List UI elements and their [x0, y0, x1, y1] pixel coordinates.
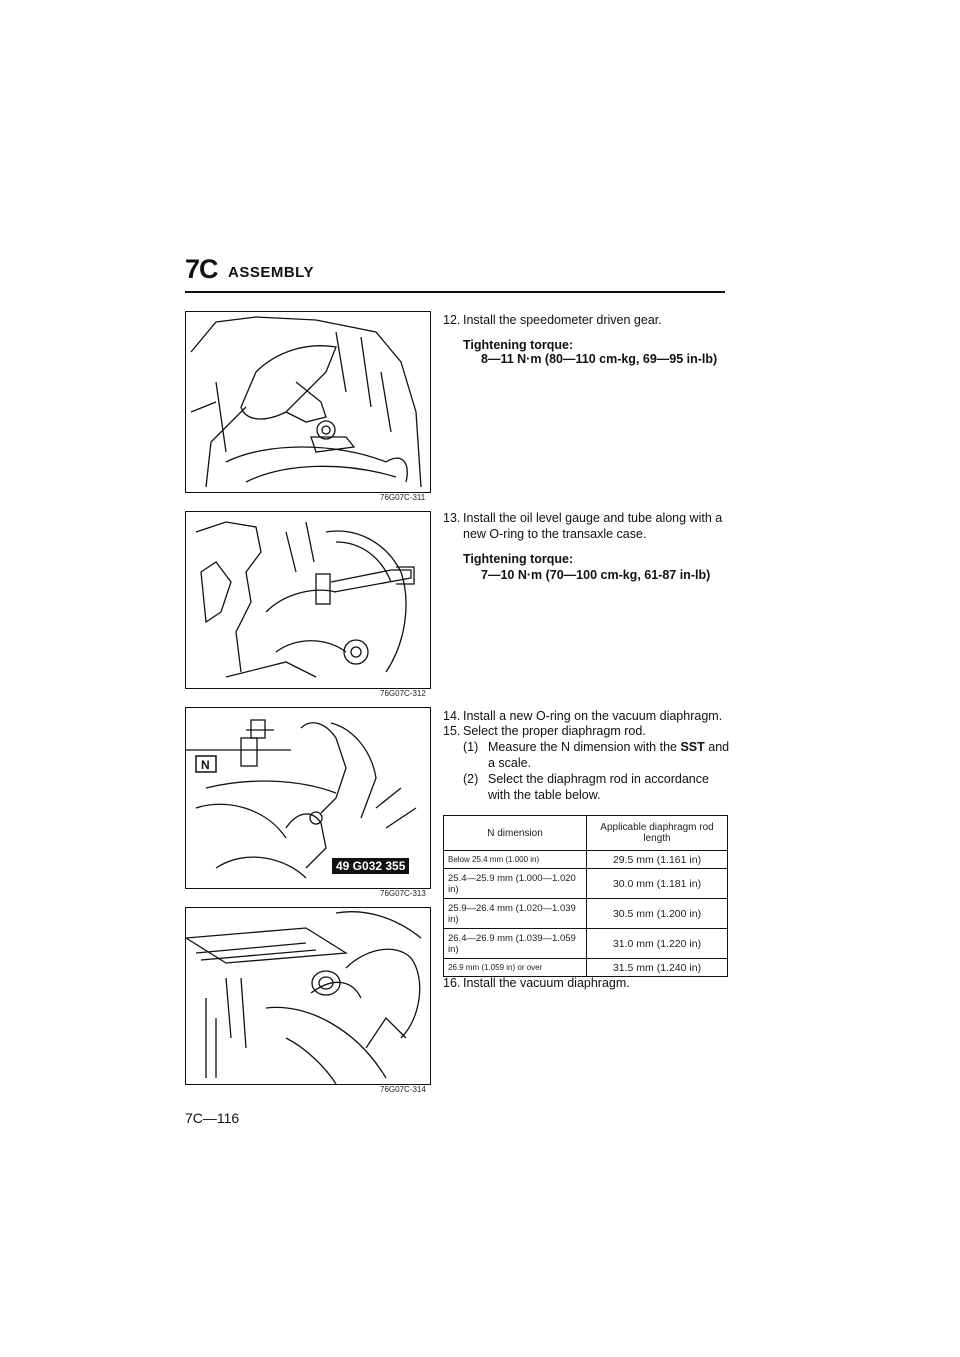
- step-text: Install the speedometer driven gear.: [463, 313, 662, 327]
- step-text: Install the oil level gauge and tube alo…: [463, 511, 723, 541]
- figure-id: 76G07C-311: [380, 493, 426, 502]
- oil-gauge-illustration: [195, 521, 415, 678]
- figure-vacuum-diaphragm: [185, 907, 431, 1085]
- rod-length-cell: 30.5 mm (1.200 in): [586, 898, 728, 929]
- step-text: Install a new O-ring on the vacuum diaph…: [463, 709, 723, 723]
- step-number: 16.: [443, 976, 461, 990]
- figure-id: 76G07C-312: [380, 689, 426, 698]
- torque-label: Tightening torque:: [463, 338, 574, 352]
- step-text: Select the proper diaphragm rod.: [463, 724, 646, 738]
- rod-length-cell: 31.5 mm (1.240 in): [586, 958, 728, 977]
- step-15: 15. Select the proper diaphragm rod.: [443, 723, 733, 739]
- sub-step-number: (1): [463, 740, 479, 754]
- vacuum-diaphragm-illustration: [186, 911, 422, 1084]
- sub-step-text: Select the diaphragm rod in accordance w…: [488, 772, 709, 802]
- column-header: Applicable diaphragm rod length: [586, 815, 728, 851]
- n-dimension-cell: 26.4—26.9 mm (1.039—1.059 in): [443, 928, 587, 959]
- sub-step-text: Measure the N dimension with the: [488, 740, 677, 754]
- step-12: 12. Install the speedometer driven gear.: [443, 312, 725, 328]
- table-row: 26.4—26.9 mm (1.039—1.059 in) 31.0 mm (1…: [443, 928, 728, 959]
- step-number: 15.: [443, 724, 461, 738]
- sub-step-number: (2): [463, 772, 479, 786]
- torque-value: 7—10 N·m (70—100 cm-kg, 61-87 in-lb): [481, 568, 711, 582]
- step-16: 16. Install the vacuum diaphragm.: [443, 975, 733, 991]
- step-15-sub-1: (1) Measure the N dimension with the SST…: [463, 739, 733, 771]
- figure-n-dimension: N 49 G032 355: [185, 707, 431, 889]
- page-number: 7C—116: [185, 1110, 240, 1126]
- section-code: 7C: [185, 254, 219, 284]
- step-number: 13.: [443, 511, 461, 525]
- rod-length-cell: 31.0 mm (1.220 in): [586, 928, 728, 959]
- n-dimension-illustration: [186, 719, 417, 879]
- figure-oil-level-gauge: [185, 511, 431, 689]
- step-number: 12.: [443, 313, 461, 327]
- diaphragm-rod-table: N dimension Applicable diaphragm rod len…: [443, 815, 728, 977]
- table-row: 25.4—25.9 mm (1.000—1.020 in) 30.0 mm (1…: [443, 868, 728, 899]
- torque-value: 8—11 N·m (80—110 cm-kg, 69—95 in-lb): [481, 352, 718, 366]
- figure-id: 76G07C-313: [380, 889, 426, 898]
- n-dimension-cell: 25.9—26.4 mm (1.020—1.039 in): [443, 898, 587, 929]
- figure-id: 76G07C-314: [380, 1085, 426, 1094]
- torque-label: Tightening torque:: [463, 552, 574, 566]
- sst-reference: SST: [680, 740, 705, 754]
- step-text: Install the vacuum diaphragm.: [463, 976, 630, 990]
- column-header: N dimension: [443, 815, 587, 851]
- step-13: 13. Install the oil level gauge and tube…: [443, 510, 727, 542]
- n-label: N: [201, 758, 210, 772]
- table-row: 26.9 mm (1.059 in) or over 31.5 mm (1.24…: [443, 958, 728, 977]
- step-number: 14.: [443, 709, 461, 723]
- sub-step-text: and a scale.: [488, 740, 730, 770]
- table-row: 25.9—26.4 mm (1.020—1.039 in) 30.5 mm (1…: [443, 898, 728, 929]
- n-dimension-cell: 26.9 mm (1.059 in) or over: [443, 958, 587, 977]
- speedometer-gear-illustration: [190, 316, 422, 488]
- table-row: Below 25.4 mm (1.000 in) 29.5 mm (1.161 …: [443, 850, 728, 869]
- section-title: ASSEMBLY: [228, 264, 314, 281]
- figure-speedometer-gear: [185, 311, 431, 493]
- header-rule: [185, 291, 725, 293]
- n-dimension-cell: 25.4—25.9 mm (1.000—1.020 in): [443, 868, 587, 899]
- step-15-sub-2: (2) Select the diaphragm rod in accordan…: [463, 771, 733, 803]
- rod-length-cell: 30.0 mm (1.181 in): [586, 868, 728, 899]
- n-dimension-cell: Below 25.4 mm (1.000 in): [443, 850, 587, 869]
- sst-number-label: 49 G032 355: [332, 858, 410, 874]
- table-header-row: N dimension Applicable diaphragm rod len…: [443, 815, 728, 851]
- rod-length-cell: 29.5 mm (1.161 in): [586, 850, 728, 869]
- step-14: 14. Install a new O-ring on the vacuum d…: [443, 708, 733, 724]
